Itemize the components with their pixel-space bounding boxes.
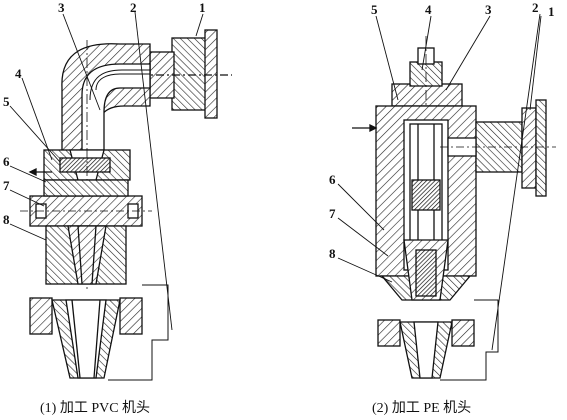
pe-callout-8: 8 <box>329 246 336 261</box>
pe-side-inlet <box>352 99 556 197</box>
pe-callout-7: 7 <box>329 206 336 221</box>
pvc-feed-flange <box>140 29 232 119</box>
pe-die-assembly <box>380 239 472 301</box>
pe-callout-2: 2 <box>532 0 539 15</box>
pvc-leader-lines <box>9 11 204 331</box>
pe-callout-3: 3 <box>485 2 492 17</box>
pvc-callout-6: 6 <box>3 154 10 169</box>
pe-callout-4: 4 <box>425 2 432 17</box>
pe-caption: (2) 加工 PE 机头 <box>372 400 471 416</box>
pvc-callouts: 1 2 3 4 5 6 7 8 <box>3 0 206 227</box>
pvc-callout-3: 3 <box>58 0 65 15</box>
pvc-elbow-body <box>61 43 151 166</box>
pvc-detached-die-ring <box>29 297 143 379</box>
pvc-callout-4: 4 <box>15 66 22 81</box>
pvc-caption: (1) 加工 PVC 机头 <box>40 400 150 416</box>
pvc-body-flange <box>20 179 152 227</box>
pvc-callout-1: 1 <box>199 0 206 15</box>
pe-head-figure <box>352 36 556 381</box>
pvc-callout-8: 8 <box>3 212 10 227</box>
pvc-callout-2: 2 <box>130 0 137 15</box>
pe-callout-1: 1 <box>548 4 555 19</box>
pvc-callout-5: 5 <box>3 94 10 109</box>
pe-callout-5: 5 <box>371 2 378 17</box>
pe-callouts: 1 2 3 4 5 6 7 8 <box>329 0 555 261</box>
pe-leader-lines <box>337 13 542 351</box>
pvc-head-figure <box>20 29 232 381</box>
pe-detached-die-ring <box>377 319 475 379</box>
pvc-callout-7: 7 <box>3 178 10 193</box>
pe-callout-6: 6 <box>329 172 336 187</box>
pvc-die <box>45 225 127 285</box>
